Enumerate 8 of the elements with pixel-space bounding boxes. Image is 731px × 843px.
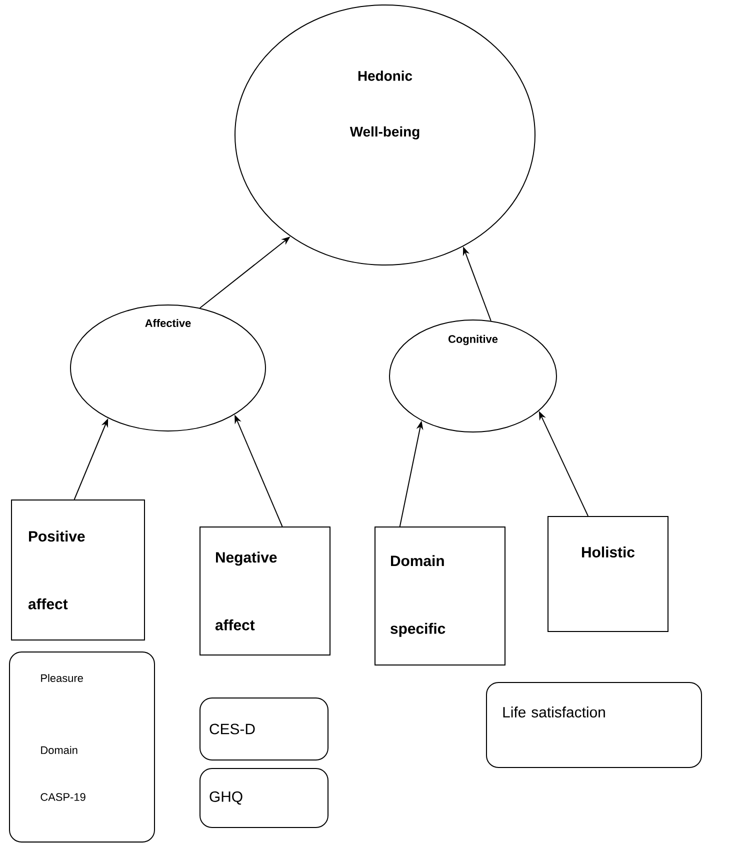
measure-box: CES-D bbox=[200, 698, 328, 760]
measure-box: GHQ bbox=[200, 768, 328, 828]
measure-box: Pleasure Domain CASP-19 bbox=[9, 652, 155, 842]
category-box: Positive affect bbox=[11, 500, 145, 640]
category-box: Domain specific bbox=[374, 526, 506, 666]
category-box: Holistic bbox=[548, 516, 668, 632]
category-box: Negative affect bbox=[200, 526, 330, 656]
measure-box: Life satisfaction bbox=[486, 682, 702, 768]
